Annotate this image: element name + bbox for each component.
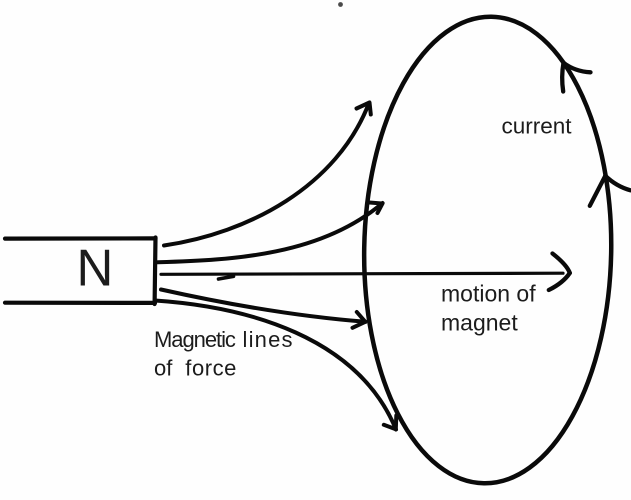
svg-text:current: current: [502, 114, 573, 139]
svg-text:magnet: magnet: [441, 310, 518, 336]
svg-text:lines: lines: [243, 327, 294, 352]
svg-text:motion of: motion of: [441, 280, 536, 306]
svg-text:of: of: [154, 356, 173, 381]
svg-text:Magnetic: Magnetic: [154, 327, 236, 352]
svg-text:N: N: [76, 239, 113, 296]
svg-text:force: force: [185, 356, 237, 381]
